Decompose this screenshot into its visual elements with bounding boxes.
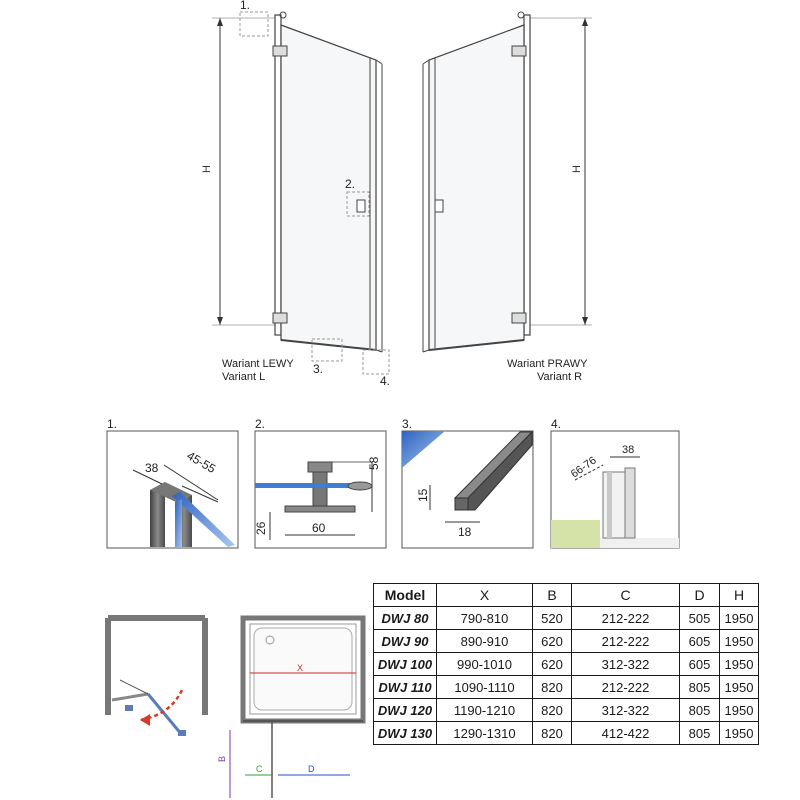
callout-4-label: 4. xyxy=(380,374,390,388)
cell-h: 1950 xyxy=(719,652,759,676)
callout-2-label: 2. xyxy=(345,177,355,191)
cell-x: 1090-1110 xyxy=(436,675,533,699)
table-row: DWJ 130 1290-1310 820 412-422 805 1950 xyxy=(373,721,759,745)
table-row: DWJ 120 1190-1210 820 312-322 805 1950 xyxy=(373,698,759,722)
cell-h: 1950 xyxy=(719,698,759,722)
plan-d-label: D xyxy=(308,764,315,774)
cell-c: 312-322 xyxy=(571,698,680,722)
right-variant-door: H Wariant PRAWY Variant R xyxy=(422,11,592,383)
detail-3-label: 3. xyxy=(402,417,412,431)
plan-b-label: B xyxy=(217,756,227,762)
cell-c: 212-222 xyxy=(571,629,680,653)
detail-2-dim-height: 58 xyxy=(367,456,381,470)
cell-d: 605 xyxy=(679,629,720,653)
cell-x: 1290-1310 xyxy=(436,721,533,745)
right-h-label: H xyxy=(571,165,583,173)
cell-x: 990-1010 xyxy=(436,652,533,676)
cell-b: 620 xyxy=(532,652,572,676)
cell-b: 820 xyxy=(532,721,572,745)
detail-1-panel: 1. 38 45-55 xyxy=(106,417,239,549)
header-c: C xyxy=(571,583,680,607)
callout-1-label: 1. xyxy=(240,0,250,12)
cell-b: 620 xyxy=(532,629,572,653)
detail-panels: 1. 38 45-55 2. 58 26 60 3. xyxy=(106,417,680,549)
detail-1-dim-a: 38 xyxy=(145,461,159,475)
detail-4-dim-width: 38 xyxy=(622,444,634,456)
header-b: B xyxy=(532,583,572,607)
detail-3-dim-width: 18 xyxy=(458,525,472,539)
cell-b: 520 xyxy=(532,606,572,630)
table-row: DWJ 90 890-910 620 212-222 605 1950 xyxy=(373,629,759,653)
plan-x-label: X xyxy=(297,663,303,673)
cell-x: 890-910 xyxy=(436,629,533,653)
cell-d: 805 xyxy=(679,675,720,699)
table-row: DWJ 110 1090-1110 820 212-222 805 1950 xyxy=(373,675,759,699)
header-h: H xyxy=(719,583,759,607)
callout-3-label: 3. xyxy=(313,362,323,376)
dimension-plan: X B C D xyxy=(217,615,366,798)
door-elevations: H 1. 2. 3. 4. Wariant LEWY Variant L xyxy=(201,0,592,388)
table-header-row: Model X B C D H xyxy=(373,583,759,607)
table-row: DWJ 100 990-1010 620 312-322 605 1950 xyxy=(373,652,759,676)
header-x: X xyxy=(436,583,533,607)
plan-c-label: C xyxy=(256,764,263,774)
detail-2-dim-base: 26 xyxy=(254,521,268,535)
cell-c: 212-222 xyxy=(571,606,680,630)
cell-d: 805 xyxy=(679,721,720,745)
cell-model: DWJ 90 xyxy=(373,629,437,653)
table-row: DWJ 80 790-810 520 212-222 505 1950 xyxy=(373,606,759,630)
cell-model: DWJ 120 xyxy=(373,698,437,722)
left-variant-line2: Variant L xyxy=(222,371,265,383)
detail-2-dim-width: 60 xyxy=(312,521,326,535)
cell-x: 1190-1210 xyxy=(436,698,533,722)
cell-b: 820 xyxy=(532,698,572,722)
cell-model: DWJ 130 xyxy=(373,721,437,745)
cell-h: 1950 xyxy=(719,629,759,653)
header-d: D xyxy=(679,583,720,607)
left-variant-line1: Wariant LEWY xyxy=(222,358,294,370)
detail-4-panel: 4. 66-76 38 xyxy=(550,417,680,549)
detail-3-panel: 3. 15 18 xyxy=(401,417,534,549)
door-swing-diagram xyxy=(105,615,208,736)
detail-2-label: 2. xyxy=(255,417,265,431)
right-variant-line1: Wariant PRAWY xyxy=(507,358,588,370)
cell-x: 790-810 xyxy=(436,606,533,630)
cell-h: 1950 xyxy=(719,675,759,699)
cell-c: 312-322 xyxy=(571,652,680,676)
cell-d: 805 xyxy=(679,698,720,722)
left-variant-door: H 1. 2. 3. 4. Wariant LEWY Variant L xyxy=(201,0,390,388)
cell-model: DWJ 100 xyxy=(373,652,437,676)
detail-2-panel: 2. 58 26 60 xyxy=(254,417,387,549)
plan-diagrams: X B C D xyxy=(105,615,366,798)
detail-4-label: 4. xyxy=(551,417,561,431)
cell-d: 605 xyxy=(679,652,720,676)
spec-table: Model X B C D H DWJ 80 790-810 520 212-2… xyxy=(373,583,759,745)
cell-c: 212-222 xyxy=(571,675,680,699)
header-model: Model xyxy=(373,583,437,607)
cell-model: DWJ 110 xyxy=(373,675,437,699)
cell-b: 820 xyxy=(532,675,572,699)
detail-3-dim-height: 15 xyxy=(416,488,430,502)
cell-h: 1950 xyxy=(719,606,759,630)
cell-h: 1950 xyxy=(719,721,759,745)
left-h-label: H xyxy=(201,165,213,173)
cell-d: 505 xyxy=(679,606,720,630)
right-variant-line2: Variant R xyxy=(537,371,582,383)
cell-c: 412-422 xyxy=(571,721,680,745)
cell-model: DWJ 80 xyxy=(373,606,437,630)
detail-1-label: 1. xyxy=(107,417,117,431)
